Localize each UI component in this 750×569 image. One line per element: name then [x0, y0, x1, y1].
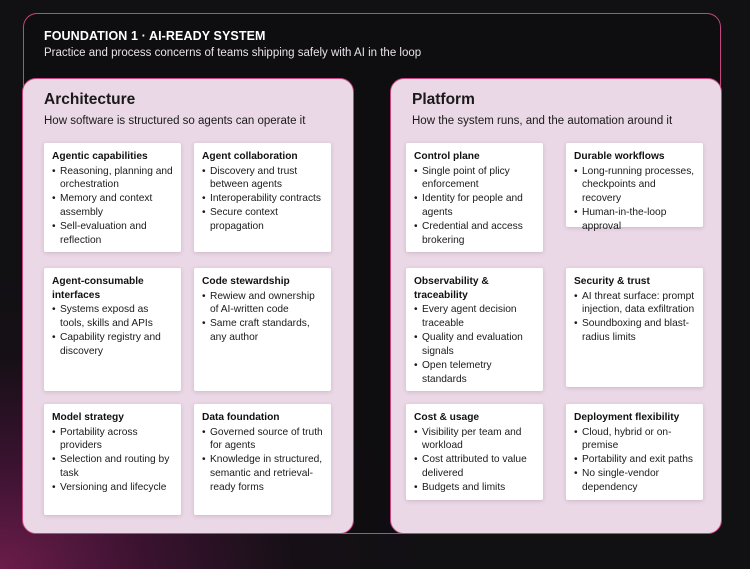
- platform-card: Deployment flexibilityCloud, hybrid or o…: [566, 404, 703, 500]
- card-bullet-item: Secure context propagation: [202, 206, 325, 234]
- card-bullet-list: AI threat surface: prompt injection, dat…: [574, 290, 697, 346]
- card-bullet-list: Governed source of truth for agentsKnowl…: [202, 426, 325, 496]
- platform-card: Observability & traceabilityEvery agent …: [406, 268, 543, 391]
- architecture-card: Data foundationGoverned source of truth …: [194, 404, 331, 515]
- card-bullet-item: Portability across providers: [52, 426, 175, 454]
- card-title: Observability & traceability: [414, 276, 489, 301]
- card-bullet-item: Identity for people and agents: [414, 192, 537, 220]
- card-bullet-list: Discovery and trust between agentsIntero…: [202, 165, 325, 235]
- card-bullet-list: Visibility per team and workloadCost att…: [414, 426, 537, 496]
- card-title: Agentic capabilities: [52, 151, 148, 162]
- card-bullet-item: Budgets and limits: [414, 481, 537, 495]
- card-bullet-item: Portability and exit paths: [574, 453, 697, 467]
- card-bullet-list: Portability across providersSelection an…: [52, 426, 175, 496]
- card-bullet-item: Knowledge in structured, semantic and re…: [202, 453, 325, 495]
- platform-card: Cost & usageVisibility per team and work…: [406, 404, 543, 500]
- card-bullet-item: Cost attributed to value delivered: [414, 453, 537, 481]
- card-bullet-list: Cloud, hybrid or on-premisePortability a…: [574, 426, 697, 496]
- architecture-card: Agent collaborationDiscovery and trust b…: [194, 143, 331, 252]
- platform-card: Durable workflowsLong-running processes,…: [566, 143, 703, 232]
- card-bullet-item: Same craft standards, any author: [202, 317, 325, 345]
- card-bullet-item: Every agent decision traceable: [414, 303, 537, 331]
- card-bullet-item: Human-in-the-loop approval: [574, 206, 697, 234]
- card-bullet-item: AI threat surface: prompt injection, dat…: [574, 290, 697, 318]
- card-title: Model strategy: [52, 412, 124, 423]
- card-title: Agent-consumable interfaces: [52, 276, 144, 301]
- card-title: Cost & usage: [414, 412, 480, 423]
- card-title: Deployment flexibility: [574, 412, 680, 423]
- foundation-title: FOUNDATION 1 · AI-READY SYSTEM: [44, 29, 266, 43]
- platform-subtitle: How the system runs, and the automation …: [412, 115, 673, 127]
- card-bullet-item: Governed source of truth for agents: [202, 426, 325, 454]
- card-bullet-item: Systems exposd as tools, skills and APIs: [52, 303, 175, 331]
- card-bullet-item: Cloud, hybrid or on-premise: [574, 426, 697, 454]
- card-title: Data foundation: [202, 412, 280, 423]
- card-title: Agent collaboration: [202, 151, 298, 162]
- platform-card: Security & trust AI threat surface: promp…: [566, 268, 703, 387]
- architecture-card: Agent-consumable interfacesSystems expos…: [44, 268, 181, 391]
- card-bullet-item: Rewiew and ownership of AI-written code: [202, 290, 325, 318]
- platform-title: Platform: [412, 91, 475, 108]
- architecture-card: Model strategyPortability across provide…: [44, 404, 181, 515]
- card-bullet-item: Soundboxing and blast-radius limits: [574, 317, 697, 345]
- card-bullet-item: Long-running processes, checkpoints and …: [574, 165, 697, 207]
- card-bullet-item: Selection and routing by task: [52, 453, 175, 481]
- card-bullet-item: Interoperability contracts: [202, 192, 325, 206]
- card-bullet-item: Credential and access brokering: [414, 220, 537, 248]
- card-bullet-item: Versioning and lifecycle: [52, 481, 175, 495]
- card-bullet-list: Rewiew and ownership of AI-written codeS…: [202, 290, 325, 346]
- platform-card: Control planeSingle point of plicy enfor…: [406, 143, 543, 252]
- card-bullet-list: Single point of plicy enforcementIdentit…: [414, 165, 537, 248]
- card-bullet-list: Long-running processes, checkpoints and …: [574, 165, 697, 235]
- card-bullet-item: Sell-evaluation and reflection: [52, 220, 175, 248]
- card-bullet-item: No single-vendor dependency: [574, 467, 697, 495]
- foundation-subtitle: Practice and process concerns of teams s…: [44, 47, 422, 59]
- card-title: Code stewardship: [202, 276, 290, 287]
- card-bullet-item: Reasoning, planning and orchestration: [52, 165, 175, 193]
- card-bullet-item: Open telemetry standards: [414, 359, 537, 387]
- card-bullet-list: Every agent decision traceableQuality an…: [414, 303, 537, 386]
- card-bullet-item: Single point of plicy enforcement: [414, 165, 537, 193]
- architecture-card: Agentic capabilitiesReasoning, planning …: [44, 143, 181, 252]
- card-bullet-item: Discovery and trust between agents: [202, 165, 325, 193]
- card-bullet-item: Memory and context assembly: [52, 192, 175, 220]
- architecture-title: Architecture: [44, 91, 136, 108]
- card-title: Security & trust: [574, 276, 650, 287]
- card-title: Durable workflows: [574, 151, 665, 162]
- card-bullet-item: Visibility per team and workload: [414, 426, 537, 454]
- card-title: Control plane: [414, 151, 480, 162]
- architecture-subtitle: How software is structured so agents can…: [44, 115, 306, 127]
- card-bullet-item: Quality and evaluation signals: [414, 331, 537, 359]
- card-bullet-list: Reasoning, planning and orchestrationMem…: [52, 165, 175, 248]
- card-bullet-item: Capability registry and discovery: [52, 331, 175, 359]
- card-bullet-list: Systems exposd as tools, skills and APIs…: [52, 303, 175, 359]
- architecture-card: Code stewardshipRewiew and ownership of …: [194, 268, 331, 391]
